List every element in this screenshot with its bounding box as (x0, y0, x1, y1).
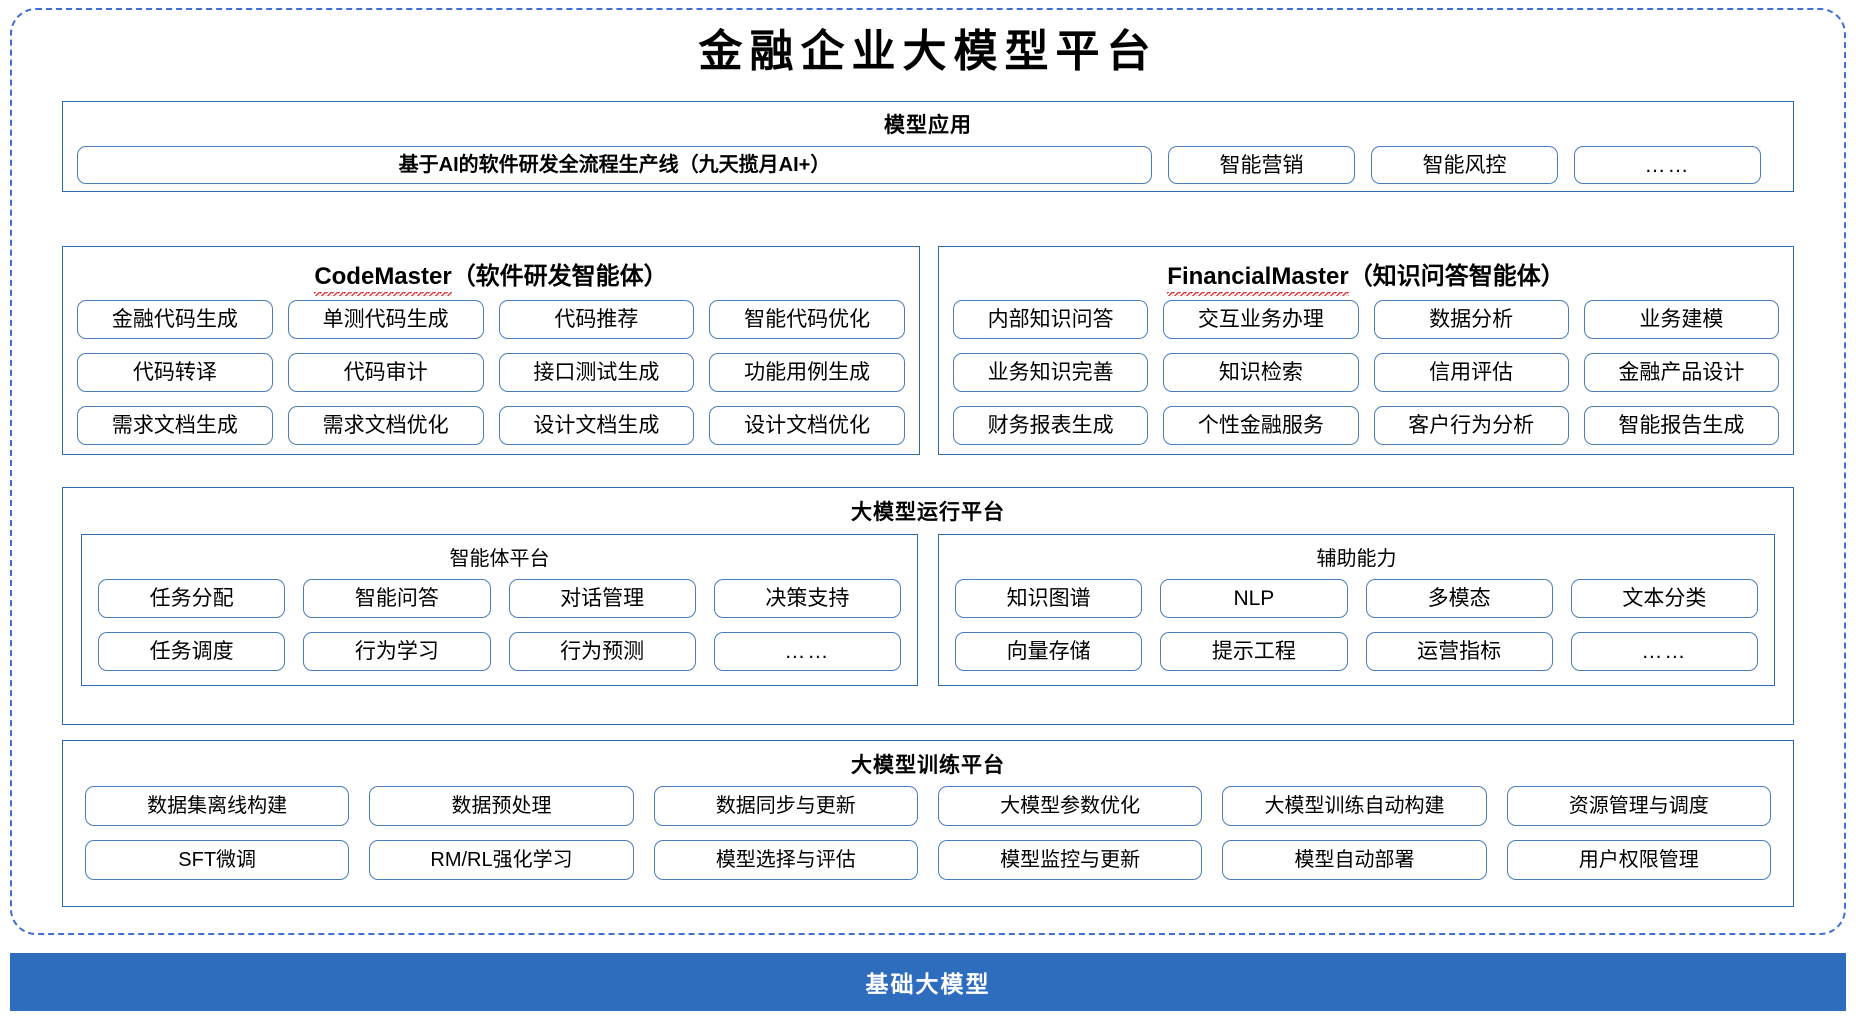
section-runtime-platform: 大模型运行平台 智能体平台 任务分配 智能问答 对话管理 决策支持 任务调度 行… (62, 487, 1794, 725)
pill-financialmaster-r1c2[interactable]: 交互业务办理 (1163, 300, 1359, 339)
training-row-2: SFT微调 RM/RL强化学习 模型选择与评估 模型监控与更新 模型自动部署 用… (85, 840, 1771, 880)
foundation-model-bar: 基础大模型 (10, 953, 1846, 1011)
section-codemaster: CodeMaster（软件研发智能体） 金融代码生成 单测代码生成 代码推荐 智… (62, 246, 920, 455)
subsection-title-support-capability: 辅助能力 (1316, 548, 1397, 570)
section-training-platform: 大模型训练平台 数据集离线构建 数据预处理 数据同步与更新 大模型参数优化 大模… (62, 740, 1794, 907)
agent-platform-row-2: 任务调度 行为学习 行为预测 …… (98, 632, 901, 671)
pill-financialmaster-r1c3[interactable]: 数据分析 (1373, 300, 1569, 339)
training-row-1: 数据集离线构建 数据预处理 数据同步与更新 大模型参数优化 大模型训练自动构建 … (85, 786, 1771, 826)
pill-support-r2c2[interactable]: 提示工程 (1160, 632, 1348, 671)
pill-financialmaster-r2c2[interactable]: 知识检索 (1163, 353, 1359, 392)
pill-financialmaster-r3c1[interactable]: 财务报表生成 (953, 406, 1149, 445)
pill-codemaster-r1c3[interactable]: 代码推荐 (498, 300, 695, 339)
pill-codemaster-r3c1[interactable]: 需求文档生成 (77, 406, 273, 445)
pill-support-r1c3[interactable]: 多模态 (1365, 579, 1553, 618)
pill-training-r2c6[interactable]: 用户权限管理 (1506, 840, 1771, 880)
runtime-columns: 智能体平台 任务分配 智能问答 对话管理 决策支持 任务调度 行为学习 行为预测… (81, 534, 1775, 686)
pill-training-r2c3[interactable]: 模型选择与评估 (653, 840, 918, 880)
pill-intelligent-marketing[interactable]: 智能营销 (1168, 146, 1355, 184)
agent-title-financialmaster: FinancialMaster（知识问答智能体） (939, 256, 1793, 296)
pill-financialmaster-r2c4[interactable]: 金融产品设计 (1583, 353, 1779, 392)
codemaster-row-2: 代码转译 代码审计 接口测试生成 功能用例生成 (77, 353, 905, 392)
pill-codemaster-r1c4[interactable]: 智能代码优化 (709, 300, 905, 339)
pill-support-r1c1[interactable]: 知识图谱 (955, 579, 1143, 618)
pill-financialmaster-r3c3[interactable]: 客户行为分析 (1373, 406, 1569, 445)
pill-codemaster-r2c1[interactable]: 代码转译 (77, 353, 273, 392)
pill-agent-platform-r2c1[interactable]: 任务调度 (98, 632, 286, 671)
codemaster-capability-grid: 金融代码生成 单测代码生成 代码推荐 智能代码优化 代码转译 代码审计 接口测试… (77, 300, 905, 445)
pill-training-r2c4[interactable]: 模型监控与更新 (937, 840, 1203, 880)
section-title-training-platform: 大模型训练平台 (851, 754, 1005, 777)
pill-financialmaster-r3c4[interactable]: 智能报告生成 (1583, 406, 1779, 445)
pill-training-r1c6[interactable]: 资源管理与调度 (1506, 786, 1771, 826)
agent-name-codemaster: CodeMaster (314, 263, 453, 296)
pill-agent-platform-r1c4[interactable]: 决策支持 (713, 579, 901, 618)
pill-training-r1c4[interactable]: 大模型参数优化 (937, 786, 1203, 826)
model-applications-pill-row: 基于AI的软件研发全流程生产线（九天揽月AI+） 智能营销 智能风控 …… (77, 146, 1779, 184)
agent-suffix-financialmaster: （知识问答智能体） (1348, 263, 1565, 290)
pill-agent-platform-r1c3[interactable]: 对话管理 (508, 579, 696, 618)
pill-codemaster-r1c2[interactable]: 单测代码生成 (287, 300, 484, 339)
agent-suffix-codemaster: （软件研发智能体） (451, 263, 668, 290)
pill-support-r2c1[interactable]: 向量存储 (955, 632, 1143, 671)
pill-agent-platform-r1c1[interactable]: 任务分配 (98, 579, 286, 618)
subsection-support-capability: 辅助能力 知识图谱 NLP 多模态 文本分类 向量存储 提示工程 运营指标 …… (938, 534, 1775, 686)
pill-apps-more[interactable]: …… (1574, 146, 1761, 184)
section-model-applications: 模型应用 基于AI的软件研发全流程生产线（九天揽月AI+） 智能营销 智能风控 … (62, 101, 1794, 192)
agent-title-codemaster: CodeMaster（软件研发智能体） (63, 256, 919, 296)
support-capability-row-1: 知识图谱 NLP 多模态 文本分类 (955, 579, 1758, 618)
pill-financialmaster-r1c1[interactable]: 内部知识问答 (953, 300, 1149, 339)
pill-support-r1c4[interactable]: 文本分类 (1570, 579, 1758, 618)
pill-codemaster-r2c2[interactable]: 代码审计 (287, 353, 484, 392)
pill-codemaster-r1c1[interactable]: 金融代码生成 (77, 300, 273, 339)
page-title: 金融企业大模型平台 (698, 26, 1158, 77)
pill-codemaster-r3c4[interactable]: 设计文档优化 (709, 406, 905, 445)
pill-support-more[interactable]: …… (1570, 632, 1758, 671)
support-capability-row-2: 向量存储 提示工程 运营指标 …… (955, 632, 1758, 671)
financialmaster-row-3: 财务报表生成 个性金融服务 客户行为分析 智能报告生成 (953, 406, 1779, 445)
subsection-agent-platform: 智能体平台 任务分配 智能问答 对话管理 决策支持 任务调度 行为学习 行为预测… (81, 534, 918, 686)
pill-financialmaster-r2c1[interactable]: 业务知识完善 (953, 353, 1149, 392)
codemaster-row-3: 需求文档生成 需求文档优化 设计文档生成 设计文档优化 (77, 406, 905, 445)
pill-codemaster-r2c3[interactable]: 接口测试生成 (498, 353, 695, 392)
pill-financialmaster-r1c4[interactable]: 业务建模 (1583, 300, 1779, 339)
pill-training-r2c5[interactable]: 模型自动部署 (1222, 840, 1487, 880)
pill-training-r1c2[interactable]: 数据预处理 (369, 786, 634, 826)
financialmaster-capability-grid: 内部知识问答 交互业务办理 数据分析 业务建模 业务知识完善 知识检索 信用评估… (953, 300, 1779, 445)
pill-ai-software-production-line[interactable]: 基于AI的软件研发全流程生产线（九天揽月AI+） (77, 146, 1152, 184)
pill-codemaster-r3c3[interactable]: 设计文档生成 (498, 406, 695, 445)
pill-financialmaster-r3c2[interactable]: 个性金融服务 (1163, 406, 1359, 445)
pill-agent-platform-more[interactable]: …… (713, 632, 901, 671)
pill-intelligent-risk-control[interactable]: 智能风控 (1371, 146, 1558, 184)
subsection-title-agent-platform: 智能体平台 (449, 548, 550, 570)
pill-training-r1c3[interactable]: 数据同步与更新 (653, 786, 918, 826)
foundation-model-label: 基础大模型 (865, 971, 991, 997)
agent-platform-row-1: 任务分配 智能问答 对话管理 决策支持 (98, 579, 901, 618)
financialmaster-row-2: 业务知识完善 知识检索 信用评估 金融产品设计 (953, 353, 1779, 392)
section-financialmaster: FinancialMaster（知识问答智能体） 内部知识问答 交互业务办理 数… (938, 246, 1794, 455)
pill-training-r1c5[interactable]: 大模型训练自动构建 (1222, 786, 1487, 826)
codemaster-row-1: 金融代码生成 单测代码生成 代码推荐 智能代码优化 (77, 300, 905, 339)
pill-training-r1c1[interactable]: 数据集离线构建 (85, 786, 350, 826)
pill-agent-platform-r2c3[interactable]: 行为预测 (508, 632, 696, 671)
training-capability-grid: 数据集离线构建 数据预处理 数据同步与更新 大模型参数优化 大模型训练自动构建 … (85, 786, 1771, 880)
agent-name-financialmaster: FinancialMaster (1167, 263, 1350, 296)
pill-support-r2c3[interactable]: 运营指标 (1365, 632, 1553, 671)
section-title-model-applications: 模型应用 (884, 114, 972, 137)
pill-support-r1c2[interactable]: NLP (1160, 579, 1348, 618)
pill-codemaster-r2c4[interactable]: 功能用例生成 (709, 353, 905, 392)
pill-training-r2c2[interactable]: RM/RL强化学习 (369, 840, 634, 880)
pill-agent-platform-r1c2[interactable]: 智能问答 (303, 579, 491, 618)
pill-financialmaster-r2c3[interactable]: 信用评估 (1373, 353, 1569, 392)
pill-training-r2c1[interactable]: SFT微调 (85, 840, 350, 880)
section-title-runtime-platform: 大模型运行平台 (851, 501, 1005, 524)
financialmaster-row-1: 内部知识问答 交互业务办理 数据分析 业务建模 (953, 300, 1779, 339)
pill-agent-platform-r2c2[interactable]: 行为学习 (303, 632, 491, 671)
pill-codemaster-r3c2[interactable]: 需求文档优化 (287, 406, 484, 445)
